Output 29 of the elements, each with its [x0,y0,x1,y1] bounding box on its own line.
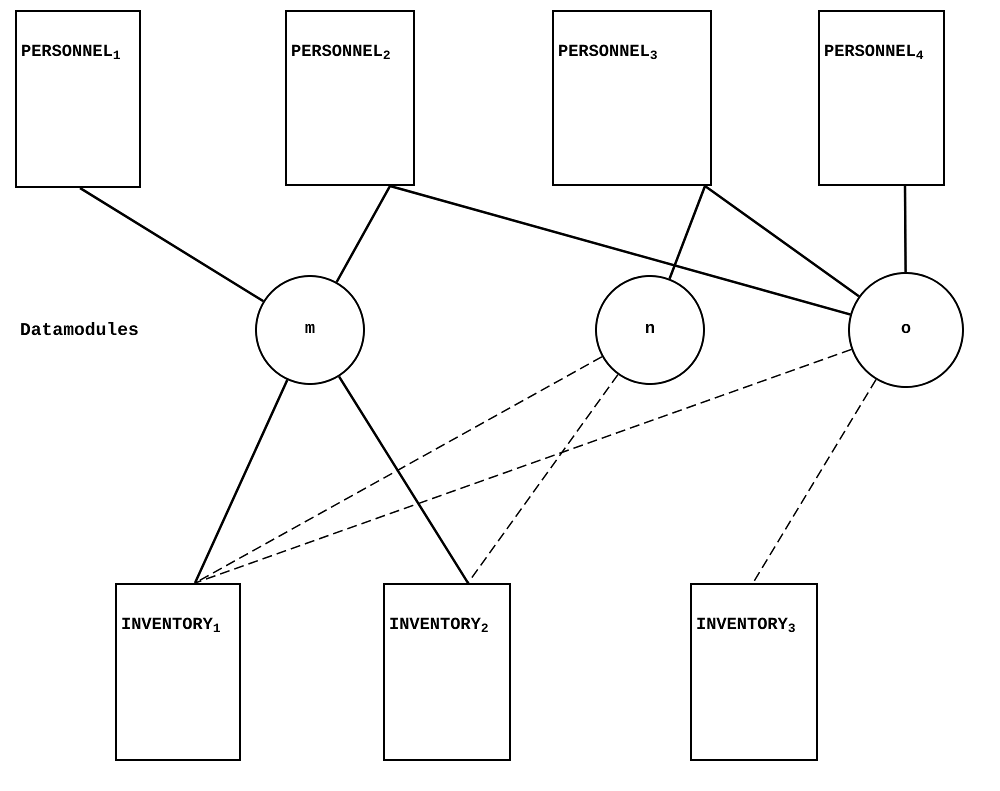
node-label: n [644,319,656,342]
connector-line [338,376,470,584]
connector-line [336,185,392,283]
table-box [15,10,141,188]
node-label: INVENTORY$_{3}$ [696,616,796,635]
node-label: PERSONNEL$_{3}$ [558,43,658,62]
connector-line [194,380,288,584]
node-label: INVENTORY$_{1}$ [121,616,220,635]
table-box [690,583,818,761]
connector-line [904,186,907,272]
table-box [383,583,511,761]
node-label: INVENTORY$_{2}$ [389,616,488,635]
connector-line [390,184,850,316]
connector-line [704,184,860,298]
connector-line [752,379,877,584]
table-box [552,10,712,186]
node-label: o [900,319,912,342]
node-label: PERSONNEL$_{1}$ [21,43,120,62]
connector-line [467,374,618,584]
connector-line [79,186,264,302]
row-label: Datamodules [20,320,139,343]
connector-line [194,348,852,584]
table-box [818,10,945,186]
node-label: PERSONNEL$_{2}$ [291,43,390,62]
table-box [115,583,241,761]
table-box [285,10,415,186]
node-label: m [304,319,316,342]
node-label: PERSONNEL$_{4}$ [824,43,924,62]
connector-line [668,186,706,280]
